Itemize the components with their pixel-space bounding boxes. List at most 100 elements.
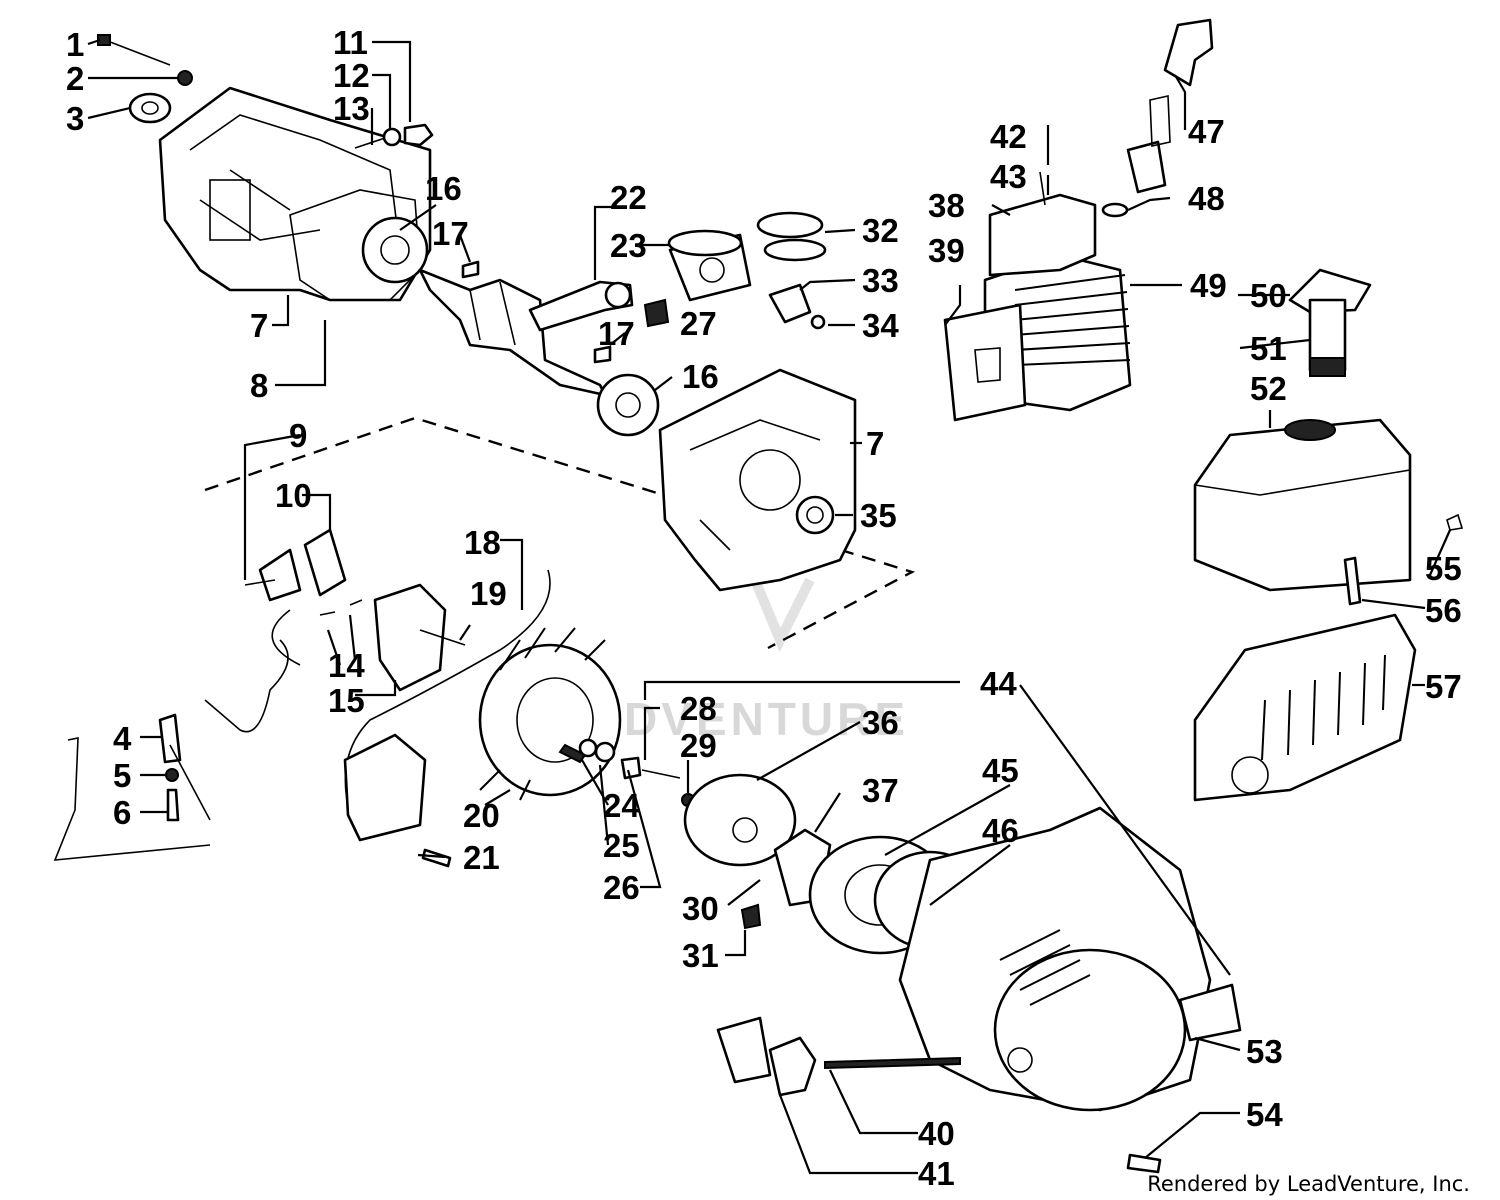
callout-12: 12 <box>333 57 370 94</box>
piston <box>667 229 752 302</box>
callout-29: 29 <box>680 727 717 764</box>
fuel-tank <box>1193 418 1412 592</box>
callout-9: 9 <box>289 417 307 454</box>
callout-56: 56 <box>1425 592 1462 629</box>
cylinder-shroud <box>988 193 1097 277</box>
piston-rings <box>756 211 827 262</box>
callout-41: 41 <box>918 1155 955 1192</box>
callout-54: 54 <box>1246 1096 1283 1133</box>
callout-3: 3 <box>66 100 84 137</box>
fasteners-top-left <box>97 34 434 149</box>
callout-36: 36 <box>862 704 899 741</box>
callout-21: 21 <box>463 839 500 876</box>
callout-44: 44 <box>980 665 1017 702</box>
callout-50: 50 <box>1250 277 1287 314</box>
callout-5: 5 <box>113 757 131 794</box>
callout-45: 45 <box>982 752 1019 789</box>
callout-28: 28 <box>680 690 717 727</box>
callout-49: 49 <box>1190 267 1227 304</box>
callout-46: 46 <box>982 812 1019 849</box>
callout-19: 19 <box>470 575 507 612</box>
crankshaft <box>418 268 607 397</box>
starter-spring-small <box>740 903 762 930</box>
tank-cap-and-filter <box>1288 268 1372 377</box>
callout-11: 11 <box>333 24 368 61</box>
callout-15: 15 <box>328 682 365 719</box>
callout-33: 33 <box>862 262 899 299</box>
callout-37: 37 <box>862 772 899 809</box>
main-bearing-upper <box>361 216 429 284</box>
callout-labels: 1 2 3 4 5 6 7 7 8 9 10 11 12 13 14 15 16… <box>66 24 1462 1192</box>
callout-10: 10 <box>275 477 312 514</box>
main-bearing-lower <box>596 373 660 437</box>
callout-6: 6 <box>113 794 131 831</box>
woodruff-key-lower <box>593 345 612 364</box>
callout-4: 4 <box>113 720 132 757</box>
callout-57: 57 <box>1425 668 1462 705</box>
spark-plug-boot <box>1163 18 1214 87</box>
ignition-coil <box>204 639 427 842</box>
callout-17-upper: 17 <box>432 215 469 252</box>
callout-32: 32 <box>862 212 899 249</box>
flywheel-cover <box>373 583 447 692</box>
callout-40: 40 <box>918 1115 955 1152</box>
callout-16-lower: 16 <box>682 358 719 395</box>
tank-bolt <box>1343 556 1362 606</box>
callout-35: 35 <box>860 497 897 534</box>
oil-seal <box>795 495 835 535</box>
callout-34: 34 <box>862 307 899 344</box>
callout-55: 55 <box>1425 550 1462 587</box>
shroud-screw <box>1039 171 1046 206</box>
callout-52: 52 <box>1250 370 1287 407</box>
callout-26: 26 <box>603 869 640 906</box>
crankcase-right-half <box>658 368 857 592</box>
callout-8: 8 <box>250 367 268 404</box>
callout-17-lower: 17 <box>598 315 635 352</box>
ignition-module <box>244 528 347 666</box>
needle-bearing <box>643 298 670 328</box>
module-screw <box>319 599 363 616</box>
tank-screw <box>1446 513 1464 531</box>
gasket <box>289 189 421 301</box>
callout-2: 2 <box>66 60 84 97</box>
callout-38: 38 <box>928 187 965 224</box>
leader-lines <box>87 38 1452 1175</box>
callout-14: 14 <box>328 647 365 684</box>
flywheel <box>478 627 622 801</box>
housing-bolt <box>1126 1153 1162 1174</box>
starter-handle <box>716 1016 961 1097</box>
callout-42: 42 <box>990 118 1027 155</box>
render-credit: Rendered by LeadVenture, Inc. <box>1147 1172 1470 1196</box>
callout-24: 24 <box>603 787 640 824</box>
callout-22: 22 <box>610 179 647 216</box>
woodruff-key-upper <box>461 260 480 279</box>
callout-39: 39 <box>928 232 965 269</box>
callout-13: 13 <box>333 90 370 127</box>
callout-30: 30 <box>682 890 719 927</box>
wrist-pin <box>768 283 812 324</box>
pin-retainer <box>810 314 826 330</box>
callout-16-upper: 16 <box>425 170 462 207</box>
stop-switch-parts <box>53 713 211 861</box>
cylinder <box>943 253 1132 422</box>
rod-small-end <box>604 281 632 309</box>
callout-48: 48 <box>1188 180 1225 217</box>
callout-20: 20 <box>463 797 500 834</box>
callout-7-left: 7 <box>250 307 268 344</box>
spark-plug <box>1101 95 1171 218</box>
callout-23: 23 <box>610 227 647 264</box>
callout-7-right: 7 <box>866 425 884 462</box>
starter-pulley <box>683 773 797 867</box>
tank-guard <box>1193 613 1417 802</box>
callout-27: 27 <box>680 305 717 342</box>
callout-18: 18 <box>464 524 501 561</box>
callout-43: 43 <box>990 158 1027 195</box>
callout-51: 51 <box>1250 330 1287 367</box>
cover-bolt <box>419 629 466 646</box>
callout-1: 1 <box>66 26 84 63</box>
callout-47: 47 <box>1188 113 1225 150</box>
callout-53: 53 <box>1246 1033 1283 1070</box>
callout-31: 31 <box>682 937 719 974</box>
starter-housing <box>898 806 1242 1112</box>
